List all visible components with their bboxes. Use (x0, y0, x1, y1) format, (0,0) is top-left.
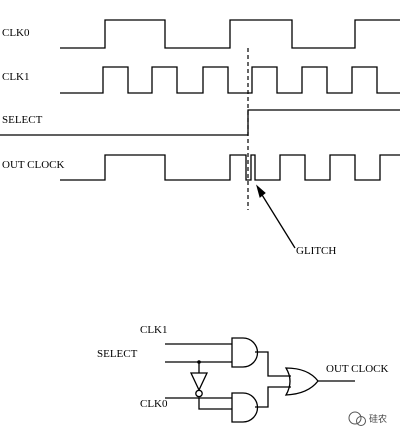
glitch-pointer (256, 184, 296, 249)
inverter-gate (189, 372, 209, 398)
select-waveform (0, 109, 400, 136)
select-input-label: SELECT (97, 348, 138, 360)
and-gate-bottom (231, 392, 259, 423)
out-clock-label: OUT CLOCK (2, 159, 64, 171)
glitch-label: GLITCH (296, 245, 336, 257)
and-bottom-output-wire (255, 386, 291, 408)
clk0-input-label: CLK0 (140, 398, 168, 410)
inverted-select-wire (198, 398, 232, 410)
clk1-label: CLK1 (2, 71, 30, 83)
select-junction (197, 360, 201, 364)
out-clock-waveform (60, 154, 400, 181)
timing-diagram: CLK0 CLK1 SELECT OUT CLOCK GLITCH (0, 19, 400, 257)
select-label: SELECT (2, 114, 43, 126)
clk0-label: CLK0 (2, 27, 30, 39)
and-gate-top (231, 337, 259, 368)
mux-circuit: CLK1 SELECT CLK0 OUT CLOCK (97, 324, 388, 423)
watermark-text: 硅农 (369, 413, 387, 425)
out-clock-output-label: OUT CLOCK (326, 363, 388, 375)
watermark: 硅农 (348, 411, 387, 426)
or-gate (284, 367, 319, 396)
clk0-waveform (60, 19, 400, 49)
clk1-input-label: CLK1 (140, 324, 168, 336)
and-top-output-wire (255, 351, 291, 377)
wechat-icon (348, 411, 362, 425)
clk1-waveform (60, 66, 400, 94)
